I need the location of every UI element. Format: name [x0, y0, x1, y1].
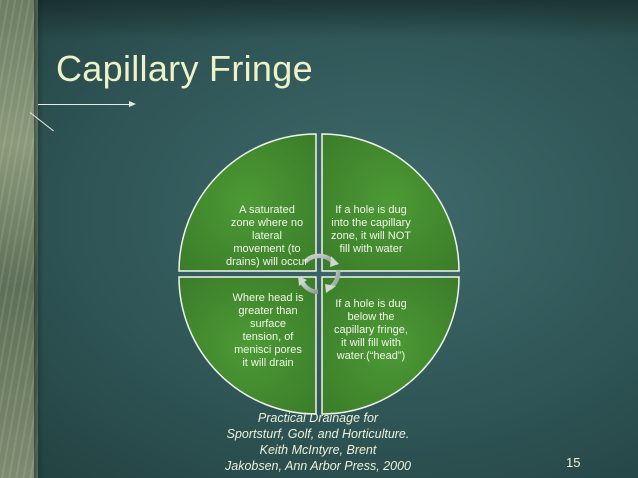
citation-line: Practical Drainage for: [257, 411, 379, 425]
quadrant-bottom-left: [178, 276, 317, 415]
page-number: 15: [566, 455, 581, 470]
citation-line: Jakobsen, Ann Arbor Press, 2000: [225, 459, 411, 473]
quadrant-bottom-right-text: If a hole is dug below the capillary fri…: [334, 298, 408, 362]
quadrant-bottom-left-text: Where head is greater than surface tensi…: [232, 292, 304, 369]
quadrant-top-left-text: A saturated zone where no lateral moveme…: [226, 204, 308, 268]
citation-line: Keith McIntyre, Brent: [259, 443, 377, 457]
quadrant-top-right: [321, 133, 460, 272]
citation: Practical Drainage for Sportsturf, Golf,…: [212, 410, 424, 474]
slide-title: Capillary Fringe: [56, 48, 313, 89]
quadrant-top-left: [178, 133, 317, 272]
citation-line: Sportsturf, Golf, and Horticulture.: [226, 427, 410, 441]
quadrant-top-right-text: If a hole is dug into the capillary zone…: [330, 204, 412, 255]
pointer-line: [38, 101, 136, 107]
decorative-side-stripe: [0, 0, 44, 478]
top-shadow: [38, 0, 638, 40]
quadrant-bottom-right: [321, 276, 460, 415]
